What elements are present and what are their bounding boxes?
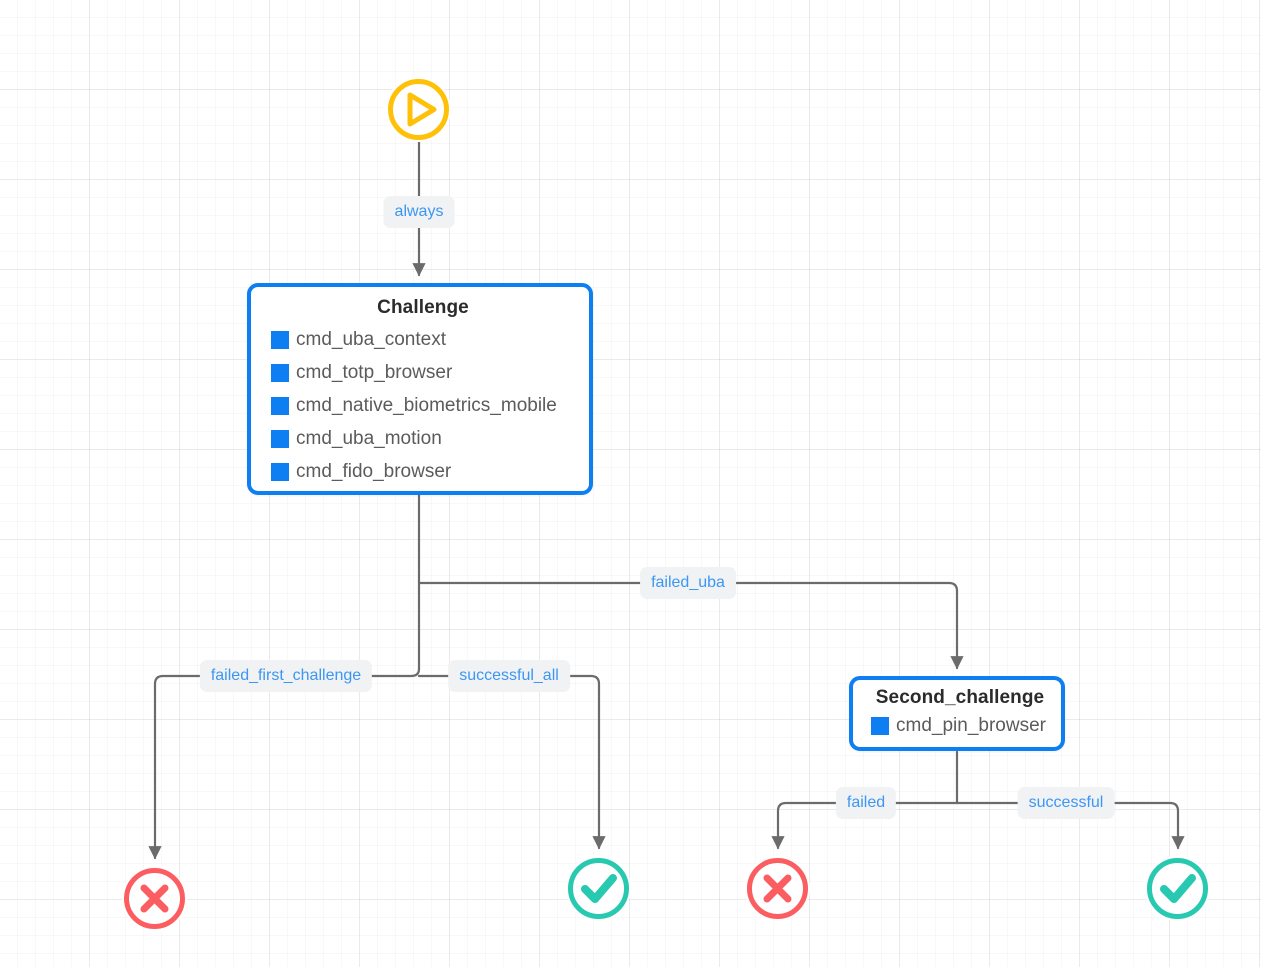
node-second-challenge-items: cmd_pin_browser bbox=[871, 711, 1049, 741]
x-circle-icon bbox=[745, 856, 810, 921]
node-challenge-title: Challenge bbox=[377, 297, 469, 318]
edge-failed-first-challenge bbox=[148, 667, 421, 860]
node-challenge[interactable]: Challenge cmd_uba_context cmd_totp_brows… bbox=[247, 283, 593, 495]
end-node-failure-1[interactable] bbox=[122, 866, 187, 931]
command-swatch-icon bbox=[271, 429, 289, 448]
list-item[interactable]: cmd_native_biometrics_mobile bbox=[271, 389, 575, 422]
command-swatch-icon bbox=[271, 363, 289, 382]
start-node[interactable] bbox=[386, 77, 451, 142]
list-item[interactable]: cmd_pin_browser bbox=[871, 711, 1049, 741]
node-second-challenge[interactable]: Second_challenge cmd_pin_browser bbox=[849, 676, 1065, 751]
node-challenge-items: cmd_uba_context cmd_totp_browser cmd_nat… bbox=[271, 323, 575, 488]
node-second-challenge-title: Second_challenge bbox=[875, 687, 1045, 708]
x-circle-icon bbox=[122, 866, 187, 931]
node-second-challenge-item-label: cmd_pin_browser bbox=[896, 715, 1046, 736]
node-challenge-item-label: cmd_totp_browser bbox=[296, 361, 453, 383]
edge-label-always[interactable]: always bbox=[383, 196, 455, 228]
edge-label-failed-uba[interactable]: failed_uba bbox=[640, 567, 736, 599]
check-circle-icon bbox=[566, 856, 631, 921]
node-challenge-item-label: cmd_fido_browser bbox=[296, 460, 452, 482]
end-node-success-1[interactable] bbox=[566, 856, 631, 921]
node-challenge-item-label: cmd_uba_motion bbox=[296, 427, 442, 449]
list-item[interactable]: cmd_uba_context bbox=[271, 323, 575, 356]
node-challenge-item-label: cmd_uba_context bbox=[296, 328, 446, 350]
command-swatch-icon bbox=[271, 462, 289, 481]
list-item[interactable]: cmd_totp_browser bbox=[271, 356, 575, 389]
command-swatch-icon bbox=[271, 396, 289, 415]
edge-label-successful[interactable]: successful bbox=[1017, 787, 1115, 819]
edge-successful-all bbox=[417, 674, 606, 850]
end-node-success-2[interactable] bbox=[1145, 856, 1210, 921]
check-circle-icon bbox=[1145, 856, 1210, 921]
edge-label-failed[interactable]: failed bbox=[835, 787, 897, 819]
edge-label-successful-all[interactable]: successful_all bbox=[448, 660, 570, 692]
list-item[interactable]: cmd_uba_motion bbox=[271, 422, 575, 455]
play-circle-icon bbox=[386, 77, 451, 142]
list-item[interactable]: cmd_fido_browser bbox=[271, 455, 575, 488]
command-swatch-icon bbox=[271, 330, 289, 349]
end-node-failure-2[interactable] bbox=[745, 856, 810, 921]
node-challenge-item-label: cmd_native_biometrics_mobile bbox=[296, 394, 557, 416]
command-swatch-icon bbox=[871, 717, 889, 735]
edge-label-failed-first-challenge[interactable]: failed_first_challenge bbox=[199, 660, 373, 692]
